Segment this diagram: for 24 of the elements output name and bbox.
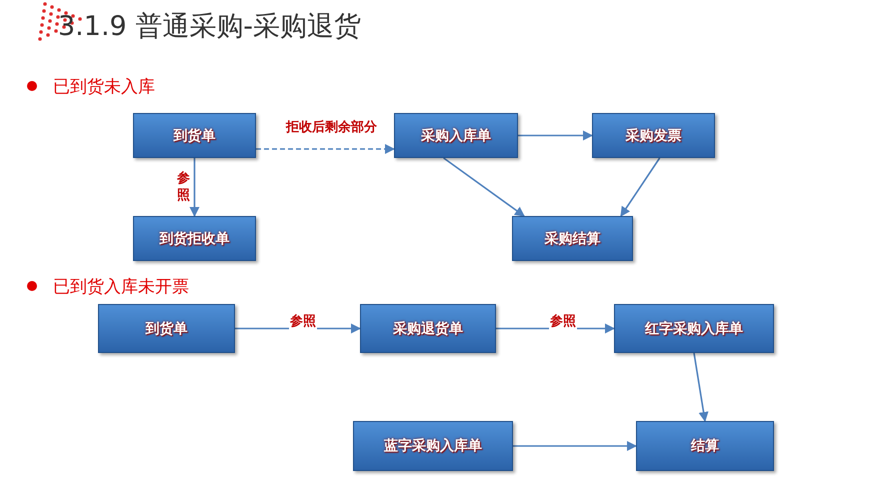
edge-label: 参照 <box>289 314 317 330</box>
process-box: 红字采购入库单 <box>614 304 774 353</box>
arrow <box>513 441 637 451</box>
title: 3.1.9 普通采购-采购退货 <box>58 10 362 44</box>
process-box: 采购发票 <box>592 113 715 158</box>
process-box: 到货单 <box>98 304 235 353</box>
arrow <box>256 144 395 154</box>
process-box: 采购入库单 <box>394 113 518 158</box>
process-box: 采购结算 <box>512 216 633 261</box>
arrow <box>518 130 593 140</box>
process-box: 结算 <box>636 421 774 471</box>
section-heading: 已到货未入库 <box>53 76 155 98</box>
process-box: 到货拒收单 <box>133 216 256 261</box>
edge-label: 拒收后剩余部分 <box>285 120 378 136</box>
edge-label: 参照 <box>176 170 192 204</box>
section-heading: 已到货入库未开票 <box>53 276 189 298</box>
process-box: 蓝字采购入库单 <box>353 421 513 471</box>
edge-label: 参照 <box>549 314 577 330</box>
arrow <box>443 157 525 217</box>
arrow <box>620 158 660 217</box>
process-box: 到货单 <box>133 113 256 158</box>
arrow <box>693 352 708 422</box>
process-box: 采购退货单 <box>360 304 496 353</box>
arrow <box>190 158 200 217</box>
